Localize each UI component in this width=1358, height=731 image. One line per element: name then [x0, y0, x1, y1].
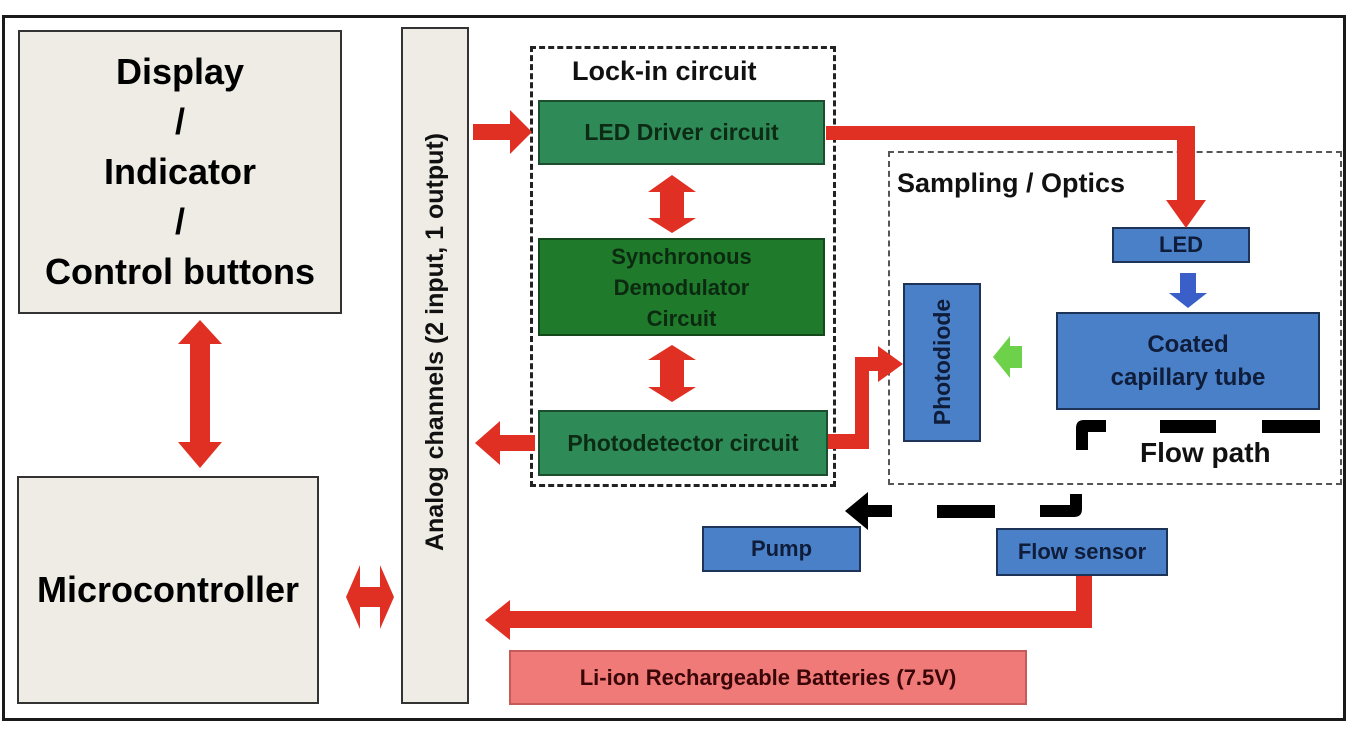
flow-sensor-block: Flow sensor: [996, 528, 1168, 576]
battery-label: Li-ion Rechargeable Batteries (7.5V): [579, 664, 957, 690]
photodetector-to-analog-arrow: [475, 421, 535, 465]
lockin-circuit-group: [530, 46, 836, 487]
capillary-line-1: Coated: [1147, 331, 1229, 358]
flow-path-corner-segment: [1076, 420, 1106, 450]
led-block: LED: [1112, 227, 1250, 263]
battery-block: Li-ion Rechargeable Batteries (7.5V): [509, 650, 1027, 705]
flow-path-segment: [1262, 420, 1320, 433]
flow-sensor-label: Flow sensor: [1017, 539, 1147, 564]
led-driver-sync-double-arrow: [648, 175, 696, 233]
photodiode-block: [903, 283, 981, 442]
led-to-capillary-arrow: [1169, 273, 1207, 308]
flow-to-pump-arrow: [845, 492, 892, 530]
analog-to-led-driver-arrow: [473, 110, 532, 154]
sync-line-3: Circuit: [646, 305, 717, 331]
micro-analog-double-arrow: [346, 565, 394, 629]
pump-label: Pump: [750, 536, 813, 561]
capillary-tube-block: Coated capillary tube: [1056, 312, 1320, 410]
sampling-optics-group: [888, 151, 1342, 485]
flow-path-corner-segment: [1040, 494, 1082, 517]
microcontroller-label: Microcontroller: [37, 569, 300, 610]
led-label: LED: [1159, 232, 1203, 257]
led-driver-label: LED Driver circuit: [584, 119, 779, 145]
sampling-optics-title: Sampling / Optics: [897, 168, 1126, 198]
photodetector-circuit-block: Photodetector circuit: [538, 410, 828, 476]
synchronous-demodulator-block: Synchronous Demodulator Circuit: [538, 238, 825, 336]
display-label: Display: [115, 51, 245, 92]
photodetector-to-photodiode-arrow: [828, 346, 903, 449]
pump-block: Pump: [702, 526, 861, 572]
sync-line-1: Synchronous: [611, 243, 752, 269]
flow-sensor-to-analog-arrow: [485, 576, 1092, 640]
capillary-to-photodiode-arrow: [993, 336, 1022, 378]
separator-label: /: [174, 101, 185, 142]
flow-path-label: Flow path: [1140, 437, 1271, 468]
flow-path-segment: [1160, 420, 1216, 433]
control-buttons-label: Control buttons: [45, 251, 315, 292]
display-micro-double-arrow: [178, 320, 222, 468]
sync-photodetector-double-arrow: [648, 345, 696, 402]
flow-path-segment: [937, 505, 995, 518]
photodetector-circuit-label: Photodetector circuit: [567, 429, 799, 456]
led-driver-block: LED Driver circuit: [538, 100, 825, 165]
lockin-circuit-title: Lock-in circuit: [572, 56, 757, 86]
microcontroller-block: Microcontroller: [17, 476, 319, 704]
analog-channels-block: [401, 27, 469, 704]
separator-label: /: [174, 201, 185, 242]
capillary-line-2: capillary tube: [1110, 364, 1266, 391]
sync-line-2: Demodulator: [613, 274, 750, 300]
display-indicator-block: Display / Indicator / Control buttons: [18, 30, 342, 314]
led-driver-to-led-arrow: [826, 126, 1206, 228]
indicator-label: Indicator: [103, 151, 256, 192]
